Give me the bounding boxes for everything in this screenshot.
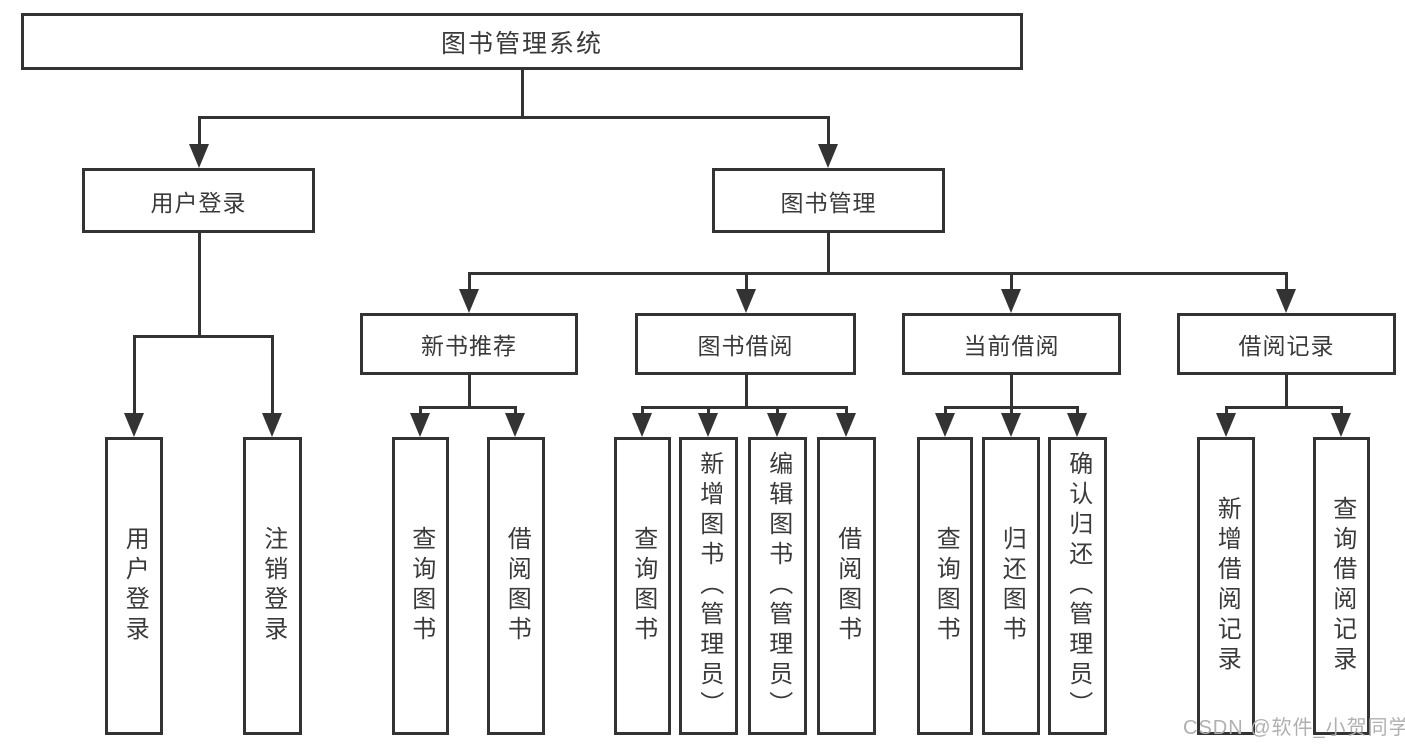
csdn-watermark: CSDN @软件_小贺同学 <box>1183 717 1405 739</box>
arrow-stem <box>1009 407 1013 414</box>
arrow-stem <box>1009 273 1013 290</box>
node-label: 查询图书 <box>932 526 960 646</box>
connector-rail <box>1224 405 1343 409</box>
node-label: 图书管理系统 <box>440 29 603 58</box>
arrowhead-icon <box>1331 413 1351 437</box>
node-label: 图书管理 <box>780 189 877 216</box>
arrowhead-icon <box>632 413 652 437</box>
arrow-stem <box>1339 407 1343 414</box>
leaf-add-book-admin: 新增图书（管理员） <box>679 437 738 735</box>
node-label: 确认归还（管理员） <box>1064 451 1092 721</box>
arrow-stem <box>1075 407 1079 414</box>
node-label: 当前借阅 <box>963 333 1060 359</box>
node-label: 查询图书 <box>629 526 657 646</box>
arrowhead-icon <box>410 413 430 437</box>
connector-stem <box>744 375 748 407</box>
node-new-book-recommend: 新书推荐 <box>360 313 578 375</box>
connector-stem <box>520 70 524 117</box>
leaf-logout: 注销登录 <box>243 437 302 735</box>
arrowhead-icon <box>124 413 144 437</box>
node-label: 新书推荐 <box>421 333 517 359</box>
arrow-stem <box>640 407 644 414</box>
connector-stem <box>826 233 830 273</box>
node-label: 注销登录 <box>259 526 287 646</box>
arrowhead-icon <box>505 413 525 437</box>
arrow-stem <box>132 336 136 414</box>
node-label: 用户登录 <box>121 526 149 646</box>
arrowhead-icon <box>459 289 479 313</box>
node-label: 查询借阅记录 <box>1328 496 1356 676</box>
arrowhead-icon <box>189 144 209 168</box>
arrow-stem <box>943 407 947 414</box>
node-label: 编辑图书（管理员） <box>764 451 792 721</box>
node-library-system-root: 图书管理系统 <box>21 13 1023 70</box>
node-label: 借阅记录 <box>1238 333 1335 359</box>
arrowhead-icon <box>1067 413 1087 437</box>
arrowhead-icon <box>767 413 787 437</box>
leaf-query-books-recommend: 查询图书 <box>392 437 449 735</box>
node-label: 借阅图书 <box>833 526 861 646</box>
node-user-login-branch: 用户登录 <box>82 168 315 233</box>
node-label: 图书借阅 <box>697 333 794 359</box>
arrow-stem <box>775 407 779 414</box>
node-label: 借阅图书 <box>503 526 531 646</box>
arrow-stem <box>1284 273 1288 290</box>
connector-stem <box>467 375 471 407</box>
node-label: 用户登录 <box>150 189 247 216</box>
arrowhead-icon <box>1276 289 1296 313</box>
connector-stem <box>1009 375 1013 407</box>
node-label: 归还图书 <box>998 526 1026 646</box>
leaf-user-login: 用户登录 <box>105 437 163 735</box>
node-borrowing-records: 借阅记录 <box>1177 313 1396 375</box>
leaf-query-borrow-record: 查询借阅记录 <box>1313 437 1370 735</box>
leaf-borrow-books: 借阅图书 <box>817 437 876 735</box>
arrow-stem <box>706 407 710 414</box>
arrow-stem <box>418 407 422 414</box>
arrow-stem <box>844 407 848 414</box>
connector-rail <box>418 405 517 409</box>
leaf-borrow-books-recommend: 借阅图书 <box>487 437 545 735</box>
arrowhead-icon <box>1216 413 1236 437</box>
node-book-management-branch: 图书管理 <box>712 168 945 233</box>
leaf-add-borrow-record: 新增借阅记录 <box>1197 437 1255 735</box>
connector-stem <box>197 233 201 336</box>
leaf-query-books-current: 查询图书 <box>917 437 973 735</box>
leaf-query-books-borrowing: 查询图书 <box>614 437 671 735</box>
arrow-stem <box>826 117 830 145</box>
connector-stem <box>1284 375 1288 407</box>
leaf-confirm-return-admin: 确认归还（管理员） <box>1048 437 1107 735</box>
node-book-borrowing: 图书借阅 <box>635 313 856 375</box>
connector-rail <box>467 271 1288 275</box>
arrowhead-icon <box>818 144 838 168</box>
arrowhead-icon <box>736 289 756 313</box>
leaf-return-book: 归还图书 <box>982 437 1040 735</box>
arrow-stem <box>197 117 201 145</box>
arrow-stem <box>744 273 748 290</box>
node-label: 查询图书 <box>407 526 435 646</box>
node-current-borrowing: 当前借阅 <box>902 313 1121 375</box>
arrow-stem <box>1224 407 1228 414</box>
connector-rail <box>132 334 274 338</box>
node-label: 新增借阅记录 <box>1213 496 1241 676</box>
arrow-stem <box>467 273 471 290</box>
arrowhead-icon <box>1001 413 1021 437</box>
arrowhead-icon <box>836 413 856 437</box>
connector-rail <box>197 115 830 119</box>
arrow-stem <box>513 407 517 414</box>
leaf-edit-book-admin: 编辑图书（管理员） <box>748 437 807 735</box>
arrow-stem <box>270 336 274 414</box>
node-label: 新增图书（管理员） <box>695 451 723 721</box>
connector-rail <box>640 405 848 409</box>
arrowhead-icon <box>698 413 718 437</box>
arrowhead-icon <box>935 413 955 437</box>
arrowhead-icon <box>1001 289 1021 313</box>
arrowhead-icon <box>262 413 282 437</box>
